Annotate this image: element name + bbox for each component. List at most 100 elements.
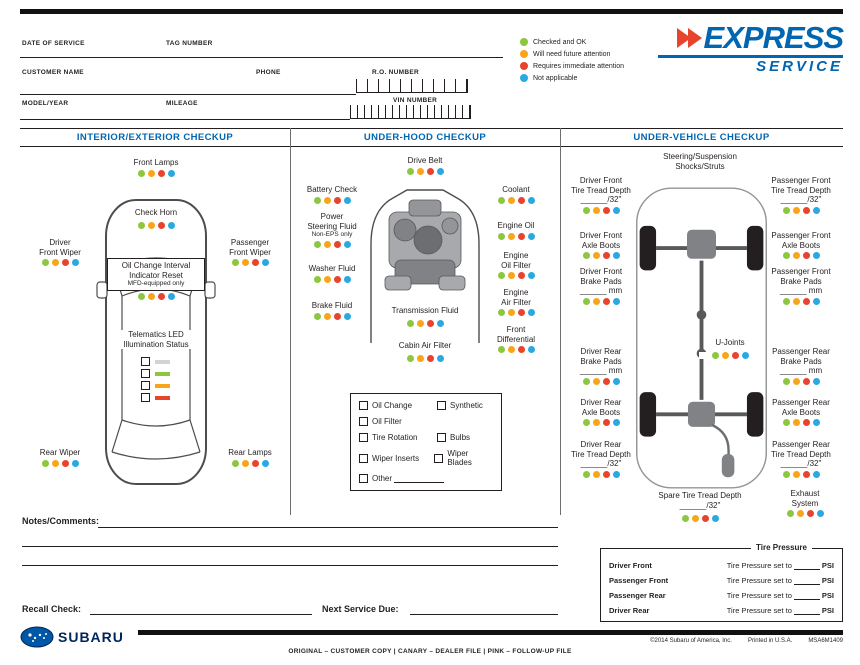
status-dot-ok[interactable]: [497, 232, 505, 240]
status-dot-ok[interactable]: [137, 169, 145, 177]
customer-phone-write-line[interactable]: [20, 94, 356, 95]
status-dot-ok[interactable]: [497, 272, 505, 280]
telematics-led-option-3[interactable]: [141, 381, 170, 390]
status-dot-future[interactable]: [691, 514, 699, 522]
status-dot-na[interactable]: [436, 320, 444, 327]
status-dot-na[interactable]: [343, 196, 351, 204]
status-dot-na[interactable]: [816, 510, 824, 518]
recall-check-line[interactable]: [90, 614, 312, 615]
status-dot-immediate[interactable]: [157, 292, 165, 300]
status-dot-ok[interactable]: [782, 419, 790, 427]
status-dot-immediate[interactable]: [602, 297, 610, 305]
status-dot-immediate[interactable]: [731, 352, 739, 359]
status-dot-immediate[interactable]: [802, 252, 810, 260]
status-dot-na[interactable]: [343, 275, 351, 283]
status-dot-immediate[interactable]: [157, 222, 165, 229]
status-dot-immediate[interactable]: [802, 419, 810, 427]
status-dot-na[interactable]: [812, 206, 820, 214]
status-dot-future[interactable]: [507, 346, 515, 354]
psi-write-line[interactable]: [793, 562, 820, 570]
telematics-led-option-1[interactable]: [141, 357, 170, 366]
status-dot-immediate[interactable]: [333, 312, 341, 320]
status-dot-future[interactable]: [147, 292, 155, 300]
status-dot-future[interactable]: [507, 272, 515, 280]
status-dot-immediate[interactable]: [333, 240, 341, 248]
status-dot-future[interactable]: [592, 252, 600, 260]
next-service-due-line[interactable]: [410, 614, 558, 615]
status-dot-ok[interactable]: [41, 259, 49, 267]
status-dot-immediate[interactable]: [701, 514, 709, 522]
status-dot-na[interactable]: [612, 252, 620, 260]
psi-write-line[interactable]: [793, 592, 820, 600]
status-dot-na[interactable]: [436, 167, 444, 175]
telematics-led-option-2[interactable]: [141, 369, 170, 378]
telematics-led-option-4[interactable]: [141, 393, 170, 402]
other-write-line[interactable]: [394, 475, 445, 483]
status-dot-immediate[interactable]: [602, 252, 610, 260]
status-dot-immediate[interactable]: [157, 169, 165, 177]
status-dot-future[interactable]: [592, 470, 600, 478]
status-dot-na[interactable]: [71, 459, 79, 467]
status-dot-future[interactable]: [792, 297, 800, 305]
status-dot-future[interactable]: [416, 355, 424, 362]
status-dot-immediate[interactable]: [602, 419, 610, 427]
status-dot-na[interactable]: [612, 470, 620, 478]
status-dot-future[interactable]: [147, 169, 155, 177]
status-dot-na[interactable]: [612, 297, 620, 305]
notes-line-3[interactable]: [22, 565, 558, 566]
status-dot-immediate[interactable]: [333, 275, 341, 283]
status-dot-ok[interactable]: [582, 470, 590, 478]
status-dot-na[interactable]: [527, 232, 535, 240]
status-dot-na[interactable]: [527, 196, 535, 204]
status-dot-future[interactable]: [792, 206, 800, 214]
status-dot-ok[interactable]: [41, 459, 49, 467]
status-dot-future[interactable]: [323, 312, 331, 320]
checkbox-oil-filter[interactable]: Oil Filter: [359, 417, 437, 426]
status-dot-future[interactable]: [241, 459, 249, 467]
status-dot-future[interactable]: [507, 196, 515, 204]
checkbox-synthetic[interactable]: Synthetic: [437, 401, 483, 410]
status-dot-ok[interactable]: [313, 275, 321, 283]
status-dot-ok[interactable]: [782, 297, 790, 305]
status-dot-na[interactable]: [612, 206, 620, 214]
status-dot-ok[interactable]: [782, 252, 790, 260]
status-dot-ok[interactable]: [497, 309, 505, 317]
status-dot-ok[interactable]: [782, 377, 790, 385]
status-dot-future[interactable]: [416, 320, 424, 327]
status-dot-ok[interactable]: [711, 352, 719, 359]
status-dot-future[interactable]: [796, 510, 804, 518]
status-dot-na[interactable]: [167, 222, 175, 229]
status-dot-ok[interactable]: [406, 320, 414, 327]
status-dot-immediate[interactable]: [602, 377, 610, 385]
status-dot-ok[interactable]: [406, 167, 414, 175]
checkbox-other[interactable]: Other: [359, 474, 392, 483]
status-dot-future[interactable]: [592, 419, 600, 427]
status-dot-na[interactable]: [741, 352, 749, 359]
status-dot-immediate[interactable]: [517, 196, 525, 204]
status-dot-na[interactable]: [343, 240, 351, 248]
status-dot-future[interactable]: [241, 259, 249, 267]
status-dot-immediate[interactable]: [602, 206, 610, 214]
status-dot-immediate[interactable]: [251, 259, 259, 267]
status-dot-na[interactable]: [343, 312, 351, 320]
status-dot-immediate[interactable]: [802, 470, 810, 478]
status-dot-ok[interactable]: [497, 196, 505, 204]
notes-line-1[interactable]: [98, 527, 558, 528]
status-dot-immediate[interactable]: [517, 272, 525, 280]
status-dot-ok[interactable]: [582, 206, 590, 214]
status-dot-na[interactable]: [436, 355, 444, 362]
status-dot-immediate[interactable]: [333, 196, 341, 204]
status-dot-future[interactable]: [507, 232, 515, 240]
status-dot-future[interactable]: [792, 470, 800, 478]
status-dot-future[interactable]: [323, 196, 331, 204]
status-dot-ok[interactable]: [582, 419, 590, 427]
status-dot-ok[interactable]: [582, 377, 590, 385]
status-dot-ok[interactable]: [582, 252, 590, 260]
status-dot-na[interactable]: [527, 272, 535, 280]
status-dot-na[interactable]: [612, 419, 620, 427]
status-dot-na[interactable]: [711, 514, 719, 522]
status-dot-na[interactable]: [527, 309, 535, 317]
status-dot-ok[interactable]: [137, 292, 145, 300]
status-dot-immediate[interactable]: [802, 297, 810, 305]
status-dot-future[interactable]: [592, 206, 600, 214]
